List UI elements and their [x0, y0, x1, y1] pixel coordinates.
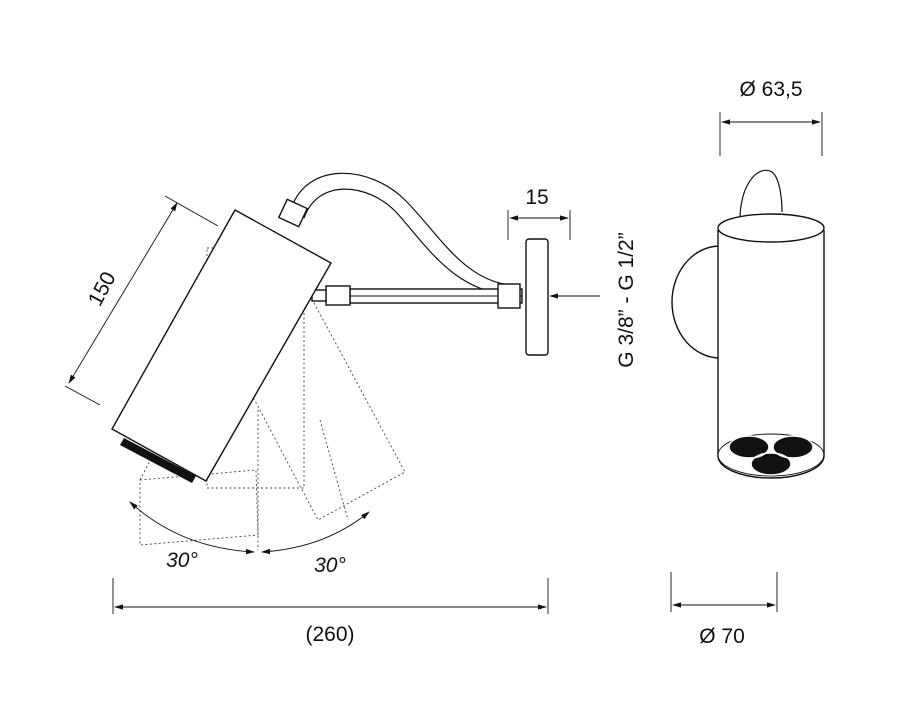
- flange-side: [671, 245, 721, 359]
- dimension-body-diameter: Ø 63,5: [719, 78, 823, 156]
- angle-dimension: 30° 30°: [129, 501, 370, 577]
- hose-hook: [739, 169, 783, 217]
- dimension-head-diameter: Ø 70: [670, 572, 778, 648]
- thread-label: G 3/8” - G 1/2”: [615, 232, 638, 367]
- front-view: Ø 63,5 Ø 70: [670, 78, 825, 648]
- support-arm: [311, 283, 523, 309]
- flexible-hose: [277, 172, 521, 297]
- angle-left-label: 30°: [166, 549, 198, 572]
- dimension-15: 15: [507, 186, 571, 240]
- dimension-overall-length: (260): [112, 578, 549, 646]
- nozzle-cluster: [728, 435, 814, 476]
- dimension-150-label: 150: [84, 268, 121, 310]
- thread-callout: G 3/8” - G 1/2”: [549, 232, 638, 368]
- body-diameter-label: Ø 63,5: [739, 78, 802, 101]
- dimension-15-label: 15: [525, 186, 548, 209]
- head-diameter-label: Ø 70: [699, 625, 745, 648]
- angle-right-label: 30°: [314, 554, 346, 577]
- wall-flange: [525, 238, 549, 356]
- cylinder-body: [717, 213, 825, 479]
- overall-length-label: (260): [305, 623, 354, 646]
- hose-nut: [277, 198, 309, 228]
- side-view: 150 15 G 3/8” - G 1/2” 30° 30° (260): [64, 172, 638, 646]
- shower-head-body: [111, 209, 332, 483]
